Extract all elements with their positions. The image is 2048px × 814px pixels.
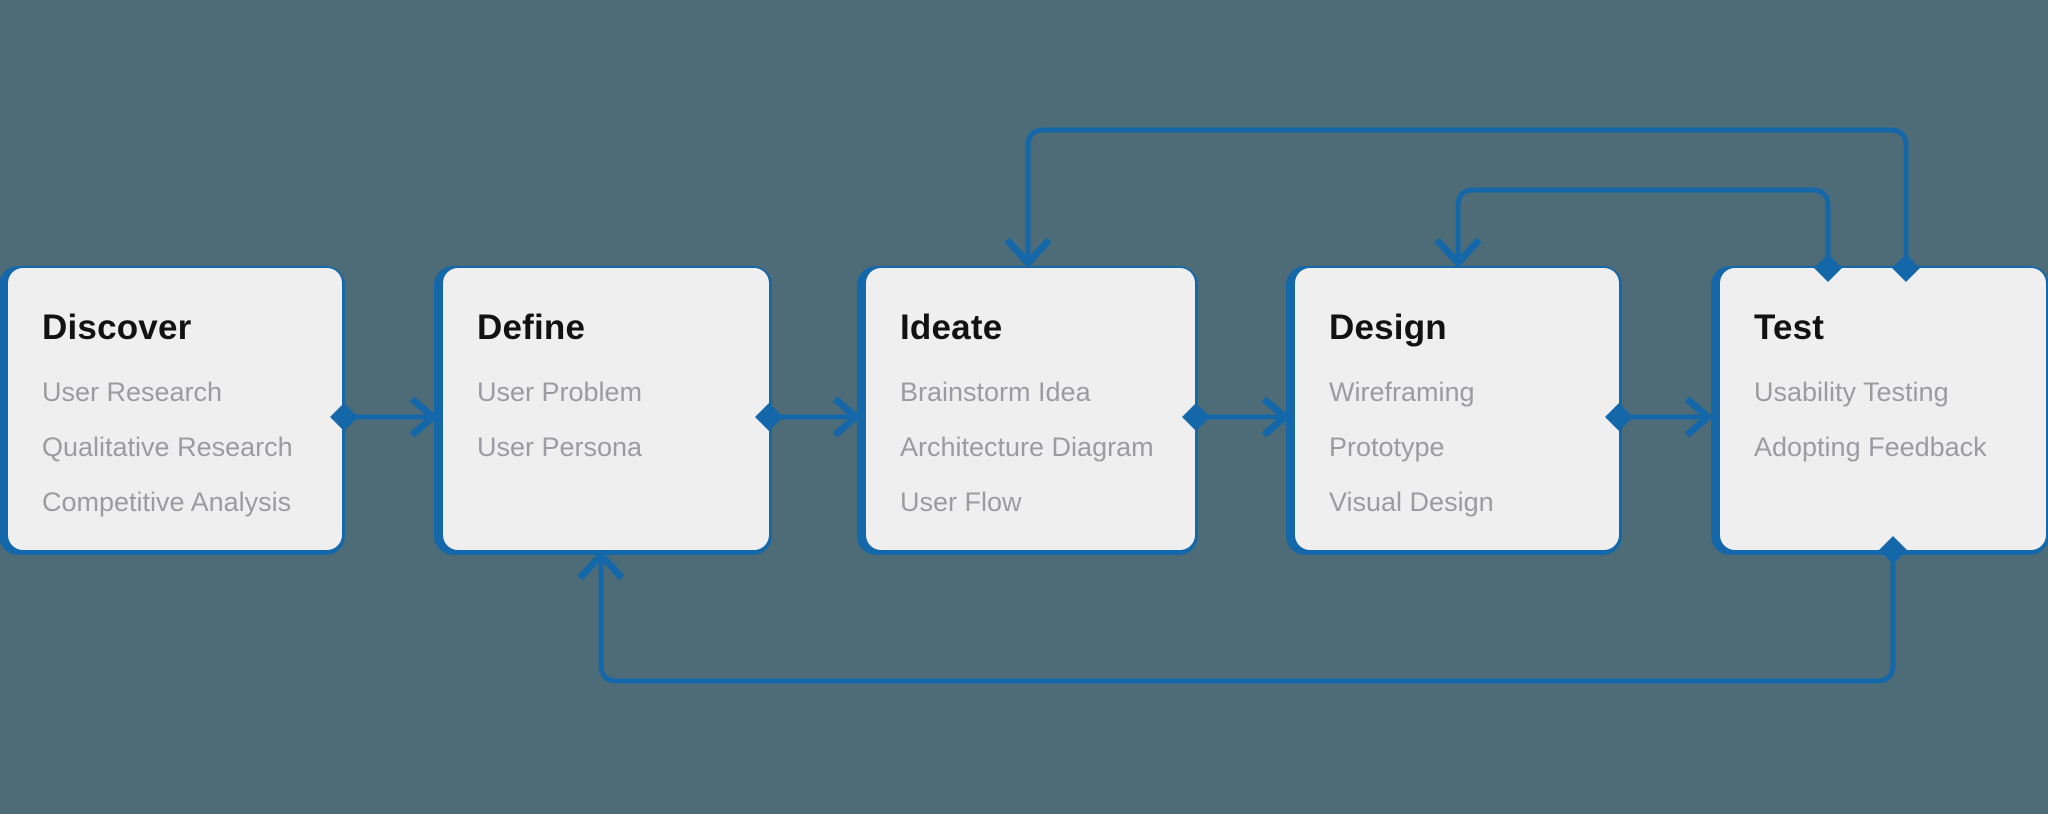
stage-item: User Persona <box>477 432 643 462</box>
stage-item: User Flow <box>900 487 1022 517</box>
stage-title: Define <box>477 308 586 347</box>
stage-item: Wireframing <box>1329 377 1475 407</box>
stage-title: Ideate <box>900 308 1003 347</box>
stage-item: Prototype <box>1329 432 1445 462</box>
stage-item: User Problem <box>477 377 643 407</box>
stage-item: Architecture Diagram <box>900 432 1154 462</box>
stage-title: Test <box>1754 308 1825 347</box>
stage-item: Competitive Analysis <box>42 487 292 517</box>
stage-item: Usability Testing <box>1754 377 1949 407</box>
stage-title: Design <box>1329 308 1447 347</box>
stage-item: User Research <box>42 377 223 407</box>
stage-item: Visual Design <box>1329 487 1494 517</box>
stage-title: Discover <box>42 308 192 347</box>
stage-item: Brainstorm Idea <box>900 377 1091 407</box>
stage-item: Adopting Feedback <box>1754 432 1987 462</box>
stage-item: Qualitative Research <box>42 432 293 462</box>
